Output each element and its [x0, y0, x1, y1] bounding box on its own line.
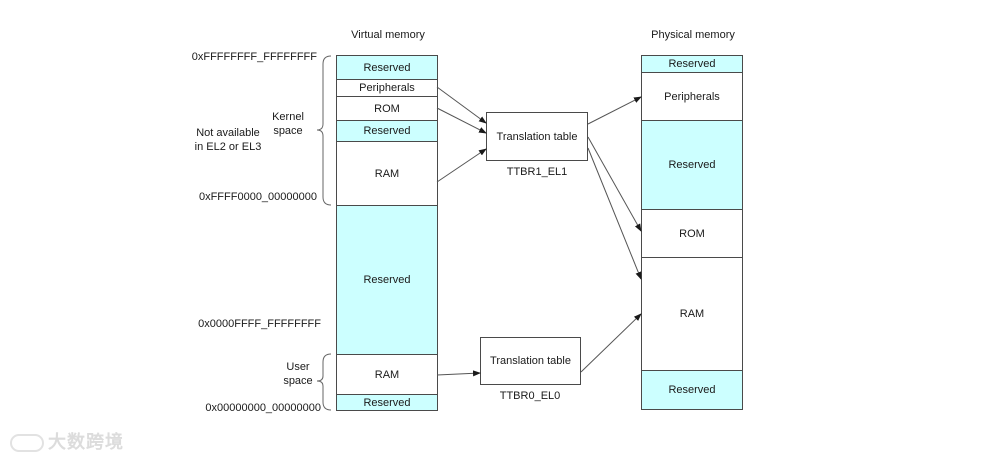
not-available-label: Not available in EL2 or EL3	[188, 126, 268, 154]
kernel-space-label: Kernel space	[266, 110, 310, 138]
virtual-block-reserved-kernel: Reserved	[337, 121, 437, 142]
virtual-block-ram-user: RAM	[337, 355, 437, 395]
virtual-block-reserved-gap: Reserved	[337, 206, 437, 355]
arrow-tt1-to-physical-rom	[587, 136, 642, 232]
kernel-space-brace	[316, 55, 332, 206]
physical-block-rom: ROM	[642, 210, 742, 258]
address-user-top: 0x0000FFFF_FFFFFFFF	[198, 318, 321, 330]
user-space-line-2: space	[283, 375, 313, 387]
physical-block-reserved-bottom: Reserved	[642, 371, 742, 409]
virtual-block-rom: ROM	[337, 97, 437, 121]
physical-memory-title: Physical memory	[651, 29, 735, 41]
arrow-virtual-user-ram-to-tt0	[436, 370, 481, 377]
virtual-block-reserved-top: Reserved	[337, 56, 437, 80]
watermark-text: 大数跨境	[48, 432, 124, 452]
watermark: 大数跨境	[10, 428, 124, 454]
not-available-line-1: Not available	[196, 127, 260, 139]
virtual-memory-title: Virtual memory	[351, 29, 425, 41]
physical-block-peripherals: Peripherals	[642, 73, 742, 121]
virtual-block-reserved-bottom: Reserved	[337, 395, 437, 410]
ttbr0-el0-label: TTBR0_EL0	[499, 390, 561, 402]
virtual-block-peripherals: Peripherals	[337, 80, 437, 97]
address-bottom: 0x00000000_00000000	[205, 402, 321, 414]
user-space-label: User space	[276, 360, 320, 388]
physical-block-reserved-mid: Reserved	[642, 121, 742, 210]
physical-memory-map: Reserved Peripherals Reserved ROM RAM Re…	[641, 55, 743, 410]
user-space-line-1: User	[286, 361, 310, 373]
watermark-logo-icon	[10, 434, 44, 453]
translation-table-ttbr0: Translation table	[480, 337, 581, 385]
virtual-block-ram-kernel: RAM	[337, 142, 437, 206]
address-top: 0xFFFFFFFF_FFFFFFFF	[191, 51, 317, 63]
arrow-tt1-to-physical-peripherals	[587, 96, 642, 125]
arrow-virtual-rom-to-tt1	[436, 107, 487, 134]
kernel-space-line-1: Kernel	[272, 111, 304, 123]
kernel-space-line-2: space	[273, 125, 303, 137]
translation-table-ttbr1: Translation table	[486, 112, 588, 161]
ttbr1-el1-label: TTBR1_EL1	[506, 166, 568, 178]
arrow-tt0-to-physical-ram	[580, 313, 642, 373]
address-kernel-base: 0xFFFF0000_00000000	[198, 191, 317, 203]
virtual-memory-map: Reserved Peripherals ROM Reserved RAM Re…	[336, 55, 438, 411]
arrow-virtual-peripherals-to-tt1	[436, 86, 487, 124]
not-available-line-2: in EL2 or EL3	[194, 141, 262, 153]
physical-block-reserved-top: Reserved	[642, 56, 742, 73]
physical-block-ram: RAM	[642, 258, 742, 371]
